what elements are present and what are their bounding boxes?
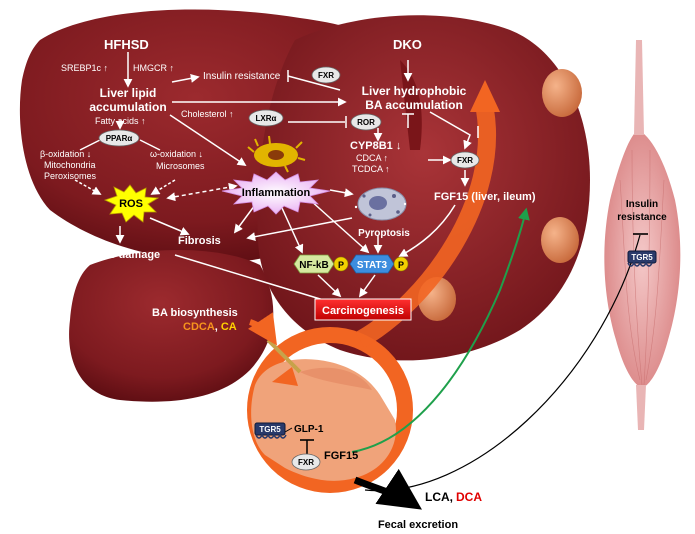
tgr5-receptor-icon: TGR5	[627, 250, 657, 267]
tcdca-up-label: TCDCA ↑	[352, 164, 390, 174]
svg-text:P: P	[338, 260, 344, 270]
fgf15-to-stat3-arrow	[398, 204, 456, 257]
inflammation-node: Inflammation	[221, 171, 331, 215]
pathway-arrows	[74, 52, 479, 308]
ppar-badge: PPARα	[98, 129, 140, 147]
cdca-up-label: CDCA ↑	[356, 153, 388, 163]
ba-flow-arrowhead	[470, 80, 500, 112]
fecal-arrow	[353, 468, 422, 510]
ba-biosynthesis-arrow	[247, 312, 277, 346]
pyroptosis-label: Pyroptosis	[358, 228, 410, 239]
omega-oxidation-label: Microsomes	[156, 161, 205, 171]
oxidative-to-carcino-arrow	[174, 254, 342, 308]
ba-flow-arrow	[355, 108, 496, 348]
liver-ba-label: Liver hydrophobic	[362, 84, 467, 98]
ba-biosynthesis-label: BA biosynthesis	[152, 307, 238, 319]
svg-text:NF-kB: NF-kB	[299, 260, 328, 271]
beta-oxidation-label: Peroxisomes	[44, 171, 97, 181]
srebp-label: SREBP1c ↑	[61, 63, 108, 73]
svg-text:P: P	[398, 260, 404, 270]
fxr-badge: FXR	[311, 66, 341, 84]
tgr5-to-glp1	[284, 427, 293, 433]
ppar-inhibits-omega	[139, 139, 161, 151]
lca-dca-label: LCA,DCA	[425, 490, 482, 504]
muscle-tendon	[634, 40, 644, 135]
svg-text:ROR: ROR	[357, 118, 375, 127]
lipid-droplet	[542, 69, 582, 117]
ror-badge: ROR	[350, 113, 382, 131]
fxr-badge: FXR	[450, 151, 480, 169]
liver-ba-label: BA accumulation	[365, 98, 463, 112]
fecal-excretion-label: Fecal excretion	[378, 519, 458, 531]
intestine-fold	[300, 367, 372, 390]
inflammation-to-stat3-arrow	[309, 199, 370, 254]
phospho-badge	[333, 256, 349, 272]
carcinogenesis-node: Carcinogenesis	[314, 298, 412, 321]
pyroptosis-cell-icon	[354, 187, 407, 221]
svg-text:Inflammation: Inflammation	[242, 187, 311, 199]
svg-text:PPARα: PPARα	[106, 134, 133, 143]
ros-to-fibrosis-arrow	[149, 217, 190, 236]
svg-text:ROS: ROS	[119, 198, 143, 210]
insulin-inhibits-ba	[287, 75, 341, 91]
muscle-insulin-resistance-label: Insulin	[626, 199, 658, 210]
hmgcr-label: HMGCR ↑	[133, 63, 174, 73]
ba-to-fxr-arrow	[429, 111, 472, 150]
cyp8b1-label: CYP8B1 ↓	[350, 140, 401, 152]
inflammation-to-fibrosis-arrow	[233, 204, 256, 234]
svg-text:FXR: FXR	[298, 458, 314, 467]
lxr-badge: LXRα	[248, 109, 284, 127]
cholesterol-label: Cholesterol ↑	[181, 109, 234, 119]
liver-right-edge	[400, 60, 422, 150]
stat3-node: STAT3 P	[349, 254, 409, 274]
svg-text:TGR5: TGR5	[259, 425, 281, 434]
ros-inflammation-arrow	[166, 182, 238, 202]
omega-to-ros-arrow	[150, 179, 176, 195]
omega-oxidation-label: ω-oxidation ↓	[150, 149, 203, 159]
fatty-acids-label: Fatty acids ↑	[95, 116, 146, 126]
pyroptosis-to-fibrosis-arrow	[246, 217, 353, 242]
svg-text:Carcinogenesis: Carcinogenesis	[322, 305, 404, 317]
liver-lower-lobe	[69, 250, 274, 402]
glp1-label: GLP-1	[294, 424, 324, 435]
lipid-to-inflammation-arrow	[169, 114, 247, 166]
tgr5-inhibits-insulin-resistance	[364, 234, 641, 492]
beta-oxidation-label: Mitochondria	[44, 160, 96, 170]
cdca-ca-label: CDCA,CA	[183, 321, 237, 333]
nfkb-node: NF-kB P	[293, 254, 349, 274]
fgf15-to-liver-arrow	[351, 207, 530, 453]
fxr-badge: FXR	[291, 453, 321, 471]
insulin-resistance-label: Insulin resistance	[203, 71, 281, 82]
hfhsd-label: HFHSD	[104, 37, 149, 52]
stat3-to-carcino-arrow	[358, 274, 376, 298]
kupffer-cell-icon	[247, 135, 306, 173]
ros-node: ROS	[103, 184, 160, 223]
nfkb-to-carcino-arrow	[317, 274, 342, 298]
beta-oxidation-label: β-oxidation ↓	[40, 149, 91, 159]
svg-text:TGR5: TGR5	[631, 253, 653, 262]
oxidative-damage-label: Oxidative damage	[66, 249, 160, 261]
liver-lipid-label: accumulation	[89, 100, 166, 114]
lipid-droplet	[541, 217, 579, 263]
svg-text:STAT3: STAT3	[357, 260, 388, 271]
svg-text:FXR: FXR	[318, 71, 334, 80]
liver-lipid-label: Liver lipid	[100, 86, 157, 100]
ros-pyroptosis-arrow	[329, 188, 354, 198]
fgf15-label: FGF15	[324, 450, 358, 462]
lipid-to-insulin-arrow	[171, 73, 200, 83]
fgf15-liver-ileum-label: FGF15 (liver, ileum)	[434, 191, 536, 203]
ppar-inhibits-beta	[79, 139, 101, 151]
svg-text:LXRα: LXRα	[256, 114, 277, 123]
loop-arrowhead	[272, 367, 298, 386]
muscle-insulin-resistance-label: resistance	[617, 212, 667, 223]
fibrosis-label: Fibrosis	[178, 235, 221, 247]
muscle-illustration	[604, 40, 681, 430]
dko-label: DKO	[393, 37, 422, 52]
svg-text:FXR: FXR	[457, 156, 473, 165]
phospho-badge	[393, 256, 409, 272]
tgr5-receptor-icon: TGR5	[254, 422, 287, 439]
muscle-tendon	[636, 385, 646, 430]
